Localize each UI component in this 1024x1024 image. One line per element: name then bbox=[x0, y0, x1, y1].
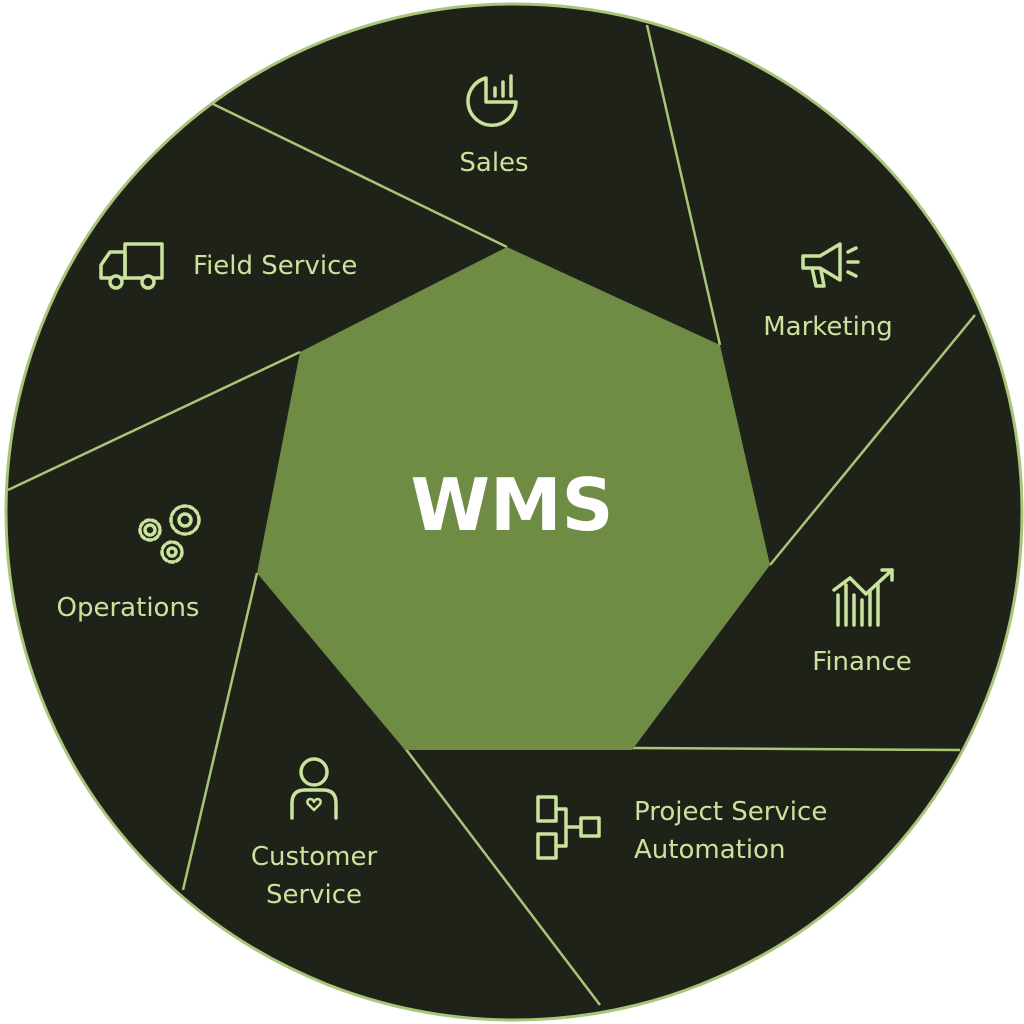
pie-chart-bars-icon bbox=[466, 74, 518, 127]
divider bbox=[769, 314, 976, 566]
segment-project-service-automation[interactable]: Project Service Automation bbox=[536, 795, 827, 865]
segment-label-line2: Automation bbox=[634, 835, 785, 865]
divider bbox=[7, 350, 301, 492]
segment-label-line1: Customer bbox=[251, 842, 378, 872]
divider bbox=[404, 747, 601, 1006]
org-chart-icon bbox=[536, 795, 601, 860]
center-title: WMS bbox=[411, 463, 614, 547]
segment-label-line1: Project Service bbox=[634, 797, 827, 827]
segment-label: Operations bbox=[57, 593, 200, 623]
divider bbox=[631, 746, 961, 752]
dividers bbox=[7, 24, 976, 1006]
segment-label: Sales bbox=[459, 148, 528, 178]
truck-icon bbox=[99, 242, 164, 290]
growth-chart-icon bbox=[832, 568, 894, 627]
person-heart-icon bbox=[290, 757, 338, 820]
gears-icon bbox=[138, 504, 201, 564]
divider bbox=[181, 572, 259, 891]
segment-marketing[interactable]: Marketing bbox=[763, 242, 893, 342]
megaphone-icon bbox=[801, 242, 860, 288]
segment-label: Finance bbox=[812, 647, 911, 677]
segment-sales[interactable]: Sales bbox=[459, 74, 529, 178]
divider bbox=[212, 102, 508, 249]
segment-label: Marketing bbox=[763, 312, 893, 342]
segment-label: Field Service bbox=[193, 251, 357, 281]
hub-heptagon bbox=[257, 247, 770, 750]
segment-operations[interactable]: Operations bbox=[57, 504, 201, 623]
segment-label-line2: Service bbox=[266, 880, 362, 910]
divider bbox=[645, 24, 722, 346]
segment-customer-service[interactable]: Customer Service bbox=[251, 757, 378, 910]
segment-finance[interactable]: Finance bbox=[812, 568, 912, 677]
segment-field-service[interactable]: Field Service bbox=[99, 242, 357, 290]
